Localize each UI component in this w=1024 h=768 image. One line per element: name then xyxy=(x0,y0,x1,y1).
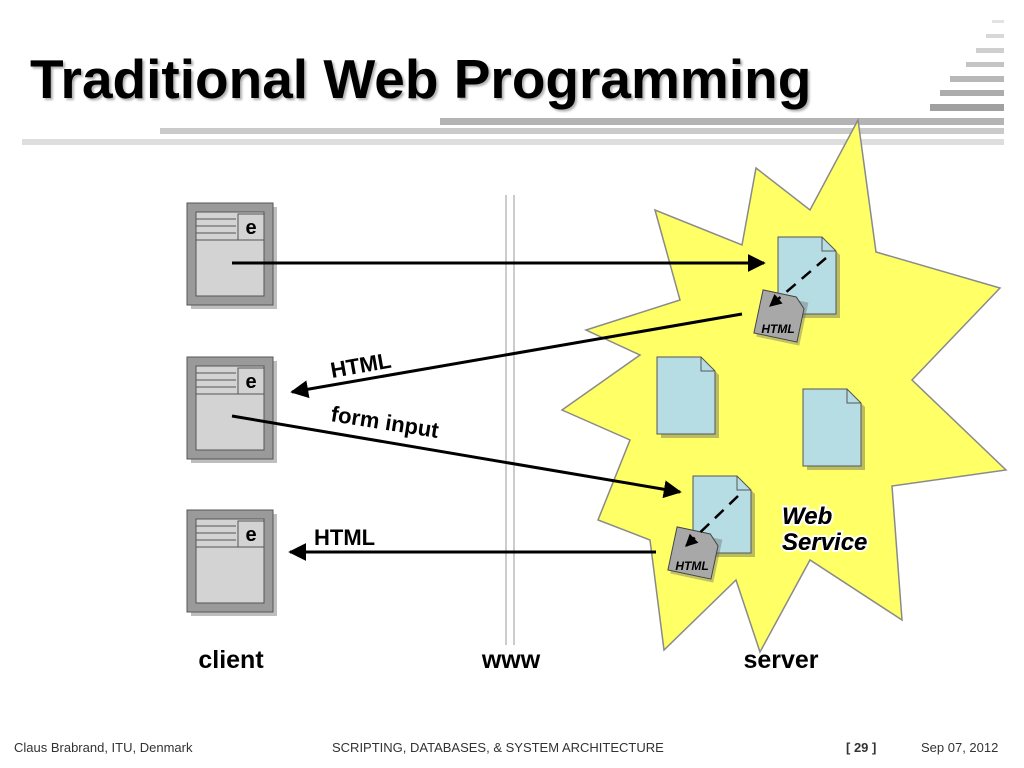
browser-logo-2: e xyxy=(245,371,256,393)
html-badge-label-2: HTML xyxy=(675,559,708,573)
generate-arrow-2 xyxy=(685,495,739,547)
html-badge-label-1: HTML xyxy=(761,322,794,336)
html-page-badge-2: HTML xyxy=(667,526,723,583)
web-service-label-line2-fill: Service xyxy=(782,529,867,556)
server-document-2 xyxy=(656,356,719,438)
server-document-3 xyxy=(802,388,865,470)
client-browser-1: e xyxy=(186,202,277,309)
slide-title: Traditional Web Programming xyxy=(30,48,812,110)
client-label: client xyxy=(198,646,264,674)
www-label: www xyxy=(481,646,541,674)
footer-date: Sep 07, 2012 xyxy=(921,740,999,755)
form-input-arrow xyxy=(231,414,682,499)
footer-page-number: [ 29 ] xyxy=(846,740,877,755)
www-divider xyxy=(505,195,515,645)
html-label-bottom: HTML xyxy=(314,525,375,550)
client-browser-2: e xyxy=(186,356,277,463)
client-browser-3: e xyxy=(186,509,277,616)
footer-author: Claus Brabrand, ITU, Denmark xyxy=(14,740,193,755)
browser-logo-3: e xyxy=(245,524,256,546)
web-service-label-line1-fill: Web xyxy=(782,503,832,530)
server-label: server xyxy=(743,646,818,674)
browser-logo-1: e xyxy=(245,217,256,239)
html-response-arrow-1 xyxy=(290,312,743,399)
footer-course-title: SCRIPTING, DATABASES, & SYSTEM ARCHITECT… xyxy=(332,740,664,755)
server-starburst xyxy=(560,117,1008,654)
generate-arrow-1 xyxy=(769,257,827,307)
web-service-label-line1: Web xyxy=(782,503,832,530)
header-stripes xyxy=(22,20,1004,145)
web-service-label-line2: Service xyxy=(782,529,867,556)
